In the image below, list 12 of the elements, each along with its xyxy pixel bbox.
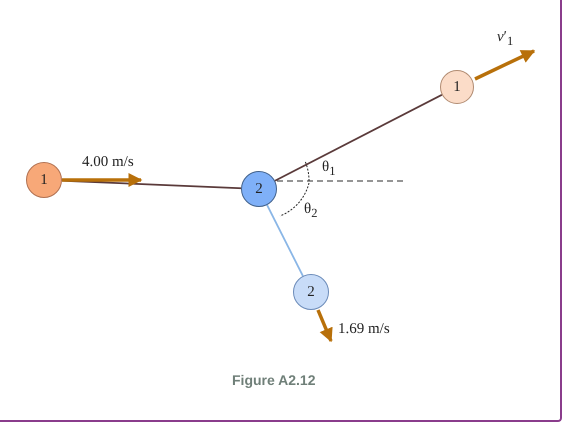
ball: 1 xyxy=(440,70,474,104)
velocity-label: v′$_{1}$ xyxy=(497,30,514,48)
angle-label: θ$_{1}$ xyxy=(322,160,336,178)
angle-label: θ$_{2}$ xyxy=(304,202,318,220)
ball: 2 xyxy=(293,274,329,310)
path-line xyxy=(266,204,304,276)
path-line xyxy=(274,94,442,182)
figure-caption: Figure A2.12 xyxy=(232,372,316,388)
ball: 1 xyxy=(26,162,62,198)
velocity-label: 4.00 m/s xyxy=(82,155,134,170)
ball: 2 xyxy=(241,171,277,207)
velocity-label: 1.69 m/s xyxy=(338,322,390,337)
